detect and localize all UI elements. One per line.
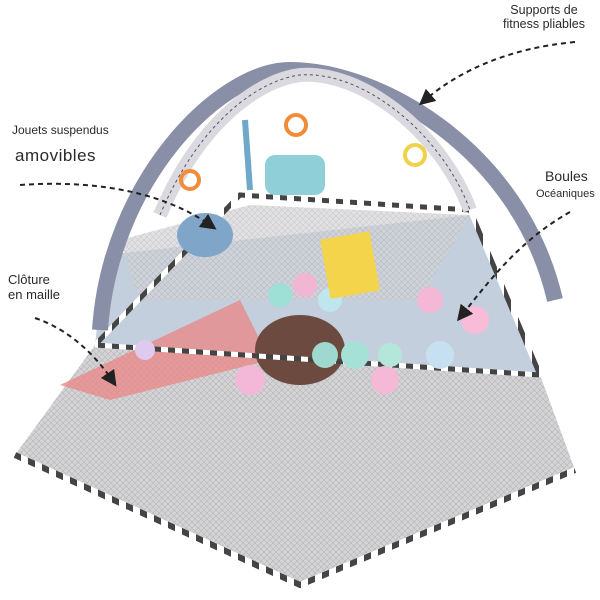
mesh-fence (15, 345, 575, 585)
label-balls-2: Océaniques (536, 188, 595, 200)
label-fence-2: en maille (8, 286, 61, 302)
base-rail (13, 452, 577, 589)
label-fence: Clôture en maille (8, 272, 61, 303)
arrow-supports (418, 41, 576, 106)
label-supports: Supports de fitness pliables (488, 3, 600, 32)
arrow-balls (457, 211, 571, 322)
label-supports-2: fitness pliables (503, 17, 585, 32)
label-balls: Boules (545, 168, 588, 184)
label-fence-1: Clôture (8, 272, 50, 287)
hanging-toys (177, 113, 427, 299)
label-supports-1: Supports de (510, 3, 578, 17)
label-hanging-toys-2: amovibles (15, 146, 97, 165)
arrow-fence (34, 317, 117, 387)
arch-pattern (159, 74, 471, 216)
arrow-toys (19, 182, 217, 230)
label-hanging-toys: Jouets suspendus (12, 123, 109, 137)
